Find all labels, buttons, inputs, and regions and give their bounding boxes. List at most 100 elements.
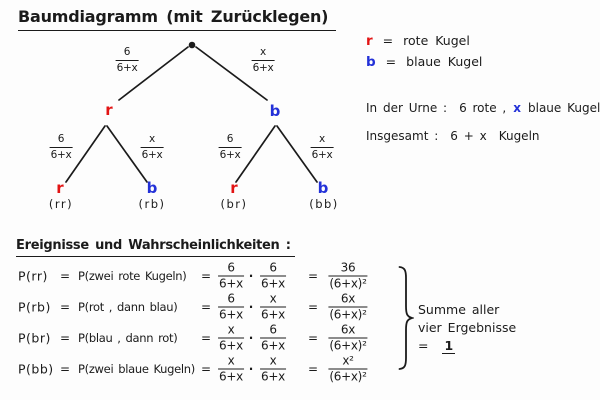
fraction-numerator: 6 (218, 292, 244, 308)
probability-fraction-1: x 6+x (218, 354, 244, 384)
outcome-label-rr: (rr) (48, 197, 74, 211)
fraction-numerator: x (218, 354, 244, 370)
urn-contents-line: In der Urne : 6 rote , x blaue Kugeln (366, 101, 600, 115)
sum-value: 1 (442, 338, 456, 354)
urn-contents-label: In der Urne : (366, 101, 448, 115)
urn-total-unit: Kugeln (498, 129, 540, 143)
fraction-numerator: 6 (49, 133, 73, 148)
fraction-numerator: 6 (115, 46, 139, 61)
legend-blue-label: blaue Kugel (406, 54, 483, 69)
probability-fraction-1: 6 6+x (218, 261, 244, 291)
fraction-numerator: 6 (260, 261, 286, 277)
equals-sign: = (201, 269, 212, 283)
fraction-denominator: 6+x (219, 149, 241, 161)
legend-blue: b = blaue Kugel (366, 54, 482, 70)
event-description: P(blau , dann rot) (78, 331, 178, 345)
urn-total-value: 6 + x (450, 129, 487, 143)
tree-leaf-b1: b (146, 179, 158, 197)
event-description: P(zwei blaue Kugeln) (78, 362, 195, 376)
equals-sign: = (60, 300, 71, 314)
probability-fraction-1: 6 6+x (218, 292, 244, 322)
sum-note-line3: = 1 (418, 338, 456, 354)
fraction-numerator: x (260, 292, 286, 308)
equals-sign: = (201, 331, 212, 345)
multiplication-dot: · (248, 362, 254, 376)
fraction-denominator: 6+x (261, 307, 285, 322)
tree-leaf-b2: b (317, 179, 329, 197)
event-symbol: P(rr) (18, 268, 48, 284)
tree-leaf-r1: r (56, 179, 64, 197)
urn-blue-count-x: x (513, 101, 521, 115)
fraction-denominator: 6+x (219, 276, 243, 291)
fraction-denominator: 6+x (219, 369, 243, 384)
fraction-numerator: 6 (218, 133, 242, 148)
urn-red-count: 6 rote , (459, 101, 507, 115)
equals-sign: = (308, 331, 319, 345)
equals-sign: = (308, 362, 319, 376)
branch-fraction-l2-1: 6 6+x (49, 133, 73, 162)
tree-root-dot (188, 41, 196, 49)
tree-node-b: b (269, 102, 281, 120)
multiplication-dot: · (248, 269, 254, 283)
event-symbol: P(rb) (18, 299, 51, 315)
outcome-label-br: (br) (220, 197, 248, 211)
fraction-numerator: x (218, 323, 244, 339)
events-heading: Ereignisse und Wahrscheinlichkeiten : (16, 238, 295, 257)
fraction-denominator: (6+x)² (329, 276, 367, 291)
equals-sign: = (60, 362, 71, 376)
event-symbol: P(bb) (18, 361, 54, 377)
sum-note-line1: Summe aller (418, 302, 500, 317)
probability-row-bb: P(bb) = P(zwei blaue Kugeln) = x 6+x · x… (0, 353, 600, 385)
fraction-denominator: 6+x (50, 149, 72, 161)
equals-sign: = (418, 338, 429, 353)
fraction-numerator: x (310, 133, 334, 148)
equals-sign: = (385, 54, 397, 69)
equals-sign: = (382, 33, 394, 48)
urn-blue-count-text: blaue Kugeln (528, 101, 600, 115)
page-title: Baumdiagramm (mit Zurücklegen) (18, 7, 337, 31)
grouping-brace-icon (398, 266, 414, 370)
probability-fraction-1: x 6+x (218, 323, 244, 353)
branch-fraction-l2-3: 6 6+x (218, 133, 242, 162)
branch-b-to-bb (276, 125, 318, 183)
legend-red-symbol: r (366, 33, 373, 49)
tree-node-r: r (105, 101, 113, 119)
branch-fraction-l2-2: x 6+x (140, 133, 164, 162)
equals-sign: = (308, 300, 319, 314)
fraction-denominator: 6+x (261, 369, 285, 384)
fraction-numerator: 36 (328, 261, 368, 277)
result-fraction: 6x (6+x)² (328, 323, 368, 353)
multiplication-dot: · (248, 331, 254, 345)
fraction-denominator: (6+x)² (329, 369, 367, 384)
event-symbol: P(br) (18, 330, 51, 346)
equals-sign: = (201, 362, 212, 376)
fraction-denominator: 6+x (219, 307, 243, 322)
fraction-numerator: 6 (260, 323, 286, 339)
fraction-denominator: 6+x (261, 276, 285, 291)
branch-fraction-l2-4: x 6+x (310, 133, 334, 162)
fraction-numerator: 6x (328, 323, 368, 339)
equals-sign: = (60, 331, 71, 345)
branch-root-to-r (118, 46, 189, 101)
multiplication-dot: · (248, 300, 254, 314)
legend-blue-symbol: b (366, 54, 376, 70)
fraction-denominator: 6+x (141, 149, 163, 161)
fraction-denominator: (6+x)² (329, 338, 367, 353)
fraction-denominator: 6+x (261, 338, 285, 353)
probability-fraction-2: x 6+x (260, 292, 286, 322)
outcome-label-bb: (bb) (309, 197, 339, 211)
tree-leaf-r2: r (230, 179, 238, 197)
equals-sign: = (308, 269, 319, 283)
branch-r-to-rr (65, 125, 106, 183)
fraction-denominator: (6+x)² (329, 307, 367, 322)
fraction-numerator: 6 (218, 261, 244, 277)
legend-red: r = rote Kugel (366, 33, 470, 49)
probability-row-rb: P(rb) = P(rot , dann blau) = 6 6+x · x 6… (0, 291, 600, 323)
probability-fraction-2: 6 6+x (260, 323, 286, 353)
branch-b-to-br (235, 125, 276, 183)
equals-sign: = (201, 300, 212, 314)
event-description: P(zwei rote Kugeln) (78, 269, 187, 283)
branch-fraction-l1-left: 6 6+x (115, 46, 139, 75)
probability-row-br: P(br) = P(blau , dann rot) = x 6+x · 6 6… (0, 322, 600, 354)
